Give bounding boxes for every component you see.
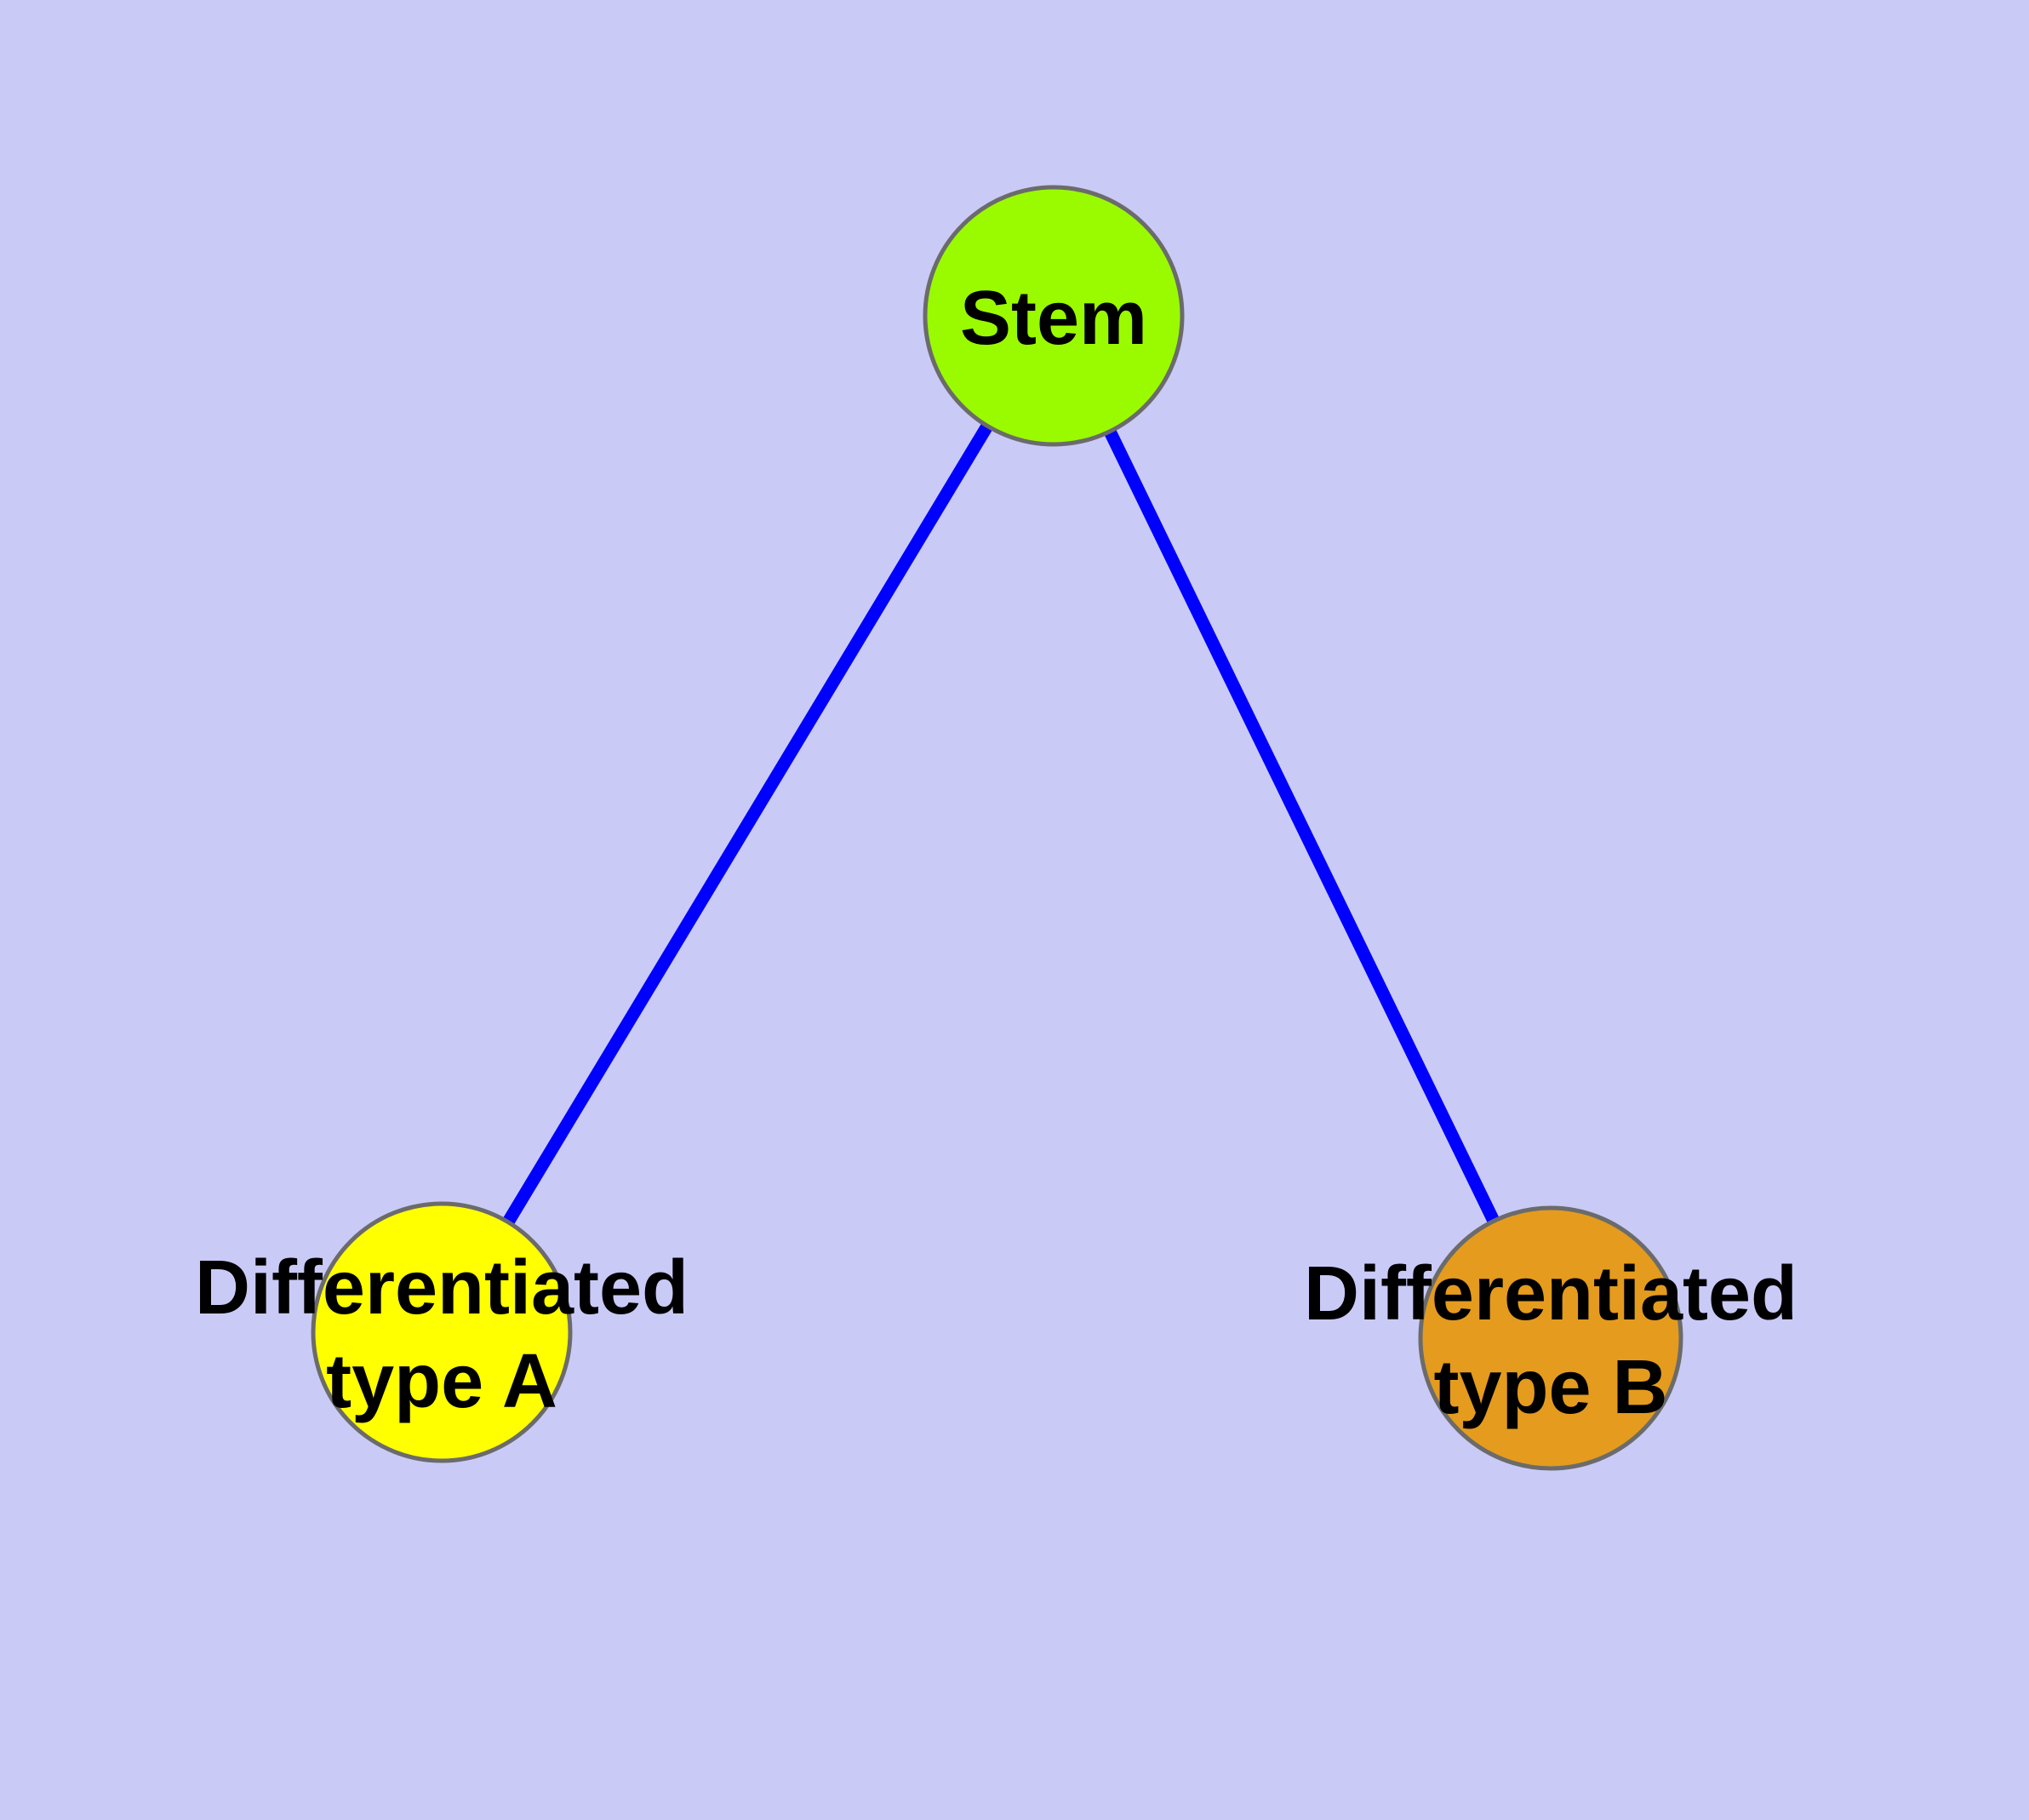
nodes-layer xyxy=(311,185,1683,1471)
node-diff-a xyxy=(311,1201,573,1463)
node-label-line: Stem xyxy=(960,276,1147,361)
node-label-line: type A xyxy=(326,1339,557,1424)
edge-stem-diff-a xyxy=(436,312,1060,1336)
edges-layer xyxy=(436,312,1557,1342)
node-diff-b xyxy=(1418,1205,1683,1471)
edge-stem-diff-b xyxy=(1048,312,1557,1342)
node-label-stem: Stem xyxy=(960,276,1147,361)
node-label-diff-b: Differentiated type B xyxy=(1304,1251,1798,1430)
node-stem xyxy=(923,185,1185,447)
node-label-line: Differentiated xyxy=(1304,1251,1798,1336)
node-label-line: type B xyxy=(1433,1345,1667,1430)
node-label-line: Differentiated xyxy=(195,1245,689,1331)
